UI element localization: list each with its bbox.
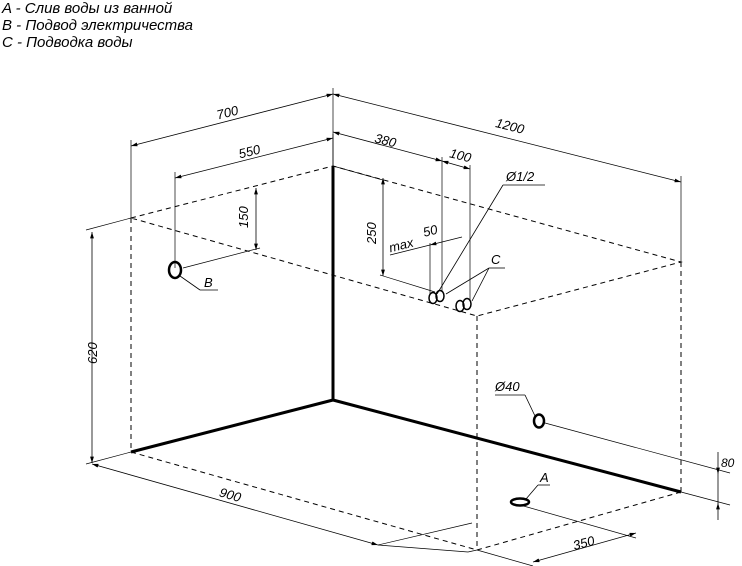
dim-150: 150 <box>182 188 261 269</box>
dim-50-label: 50 <box>421 222 439 240</box>
dim-150-label: 150 <box>236 206 251 228</box>
wall-corner-lines <box>130 166 682 494</box>
drain-outlet <box>509 497 531 507</box>
dim-700-label: 700 <box>215 102 240 122</box>
legend-item-c: С - Подводка воды <box>2 34 133 51</box>
electric-outlet <box>167 260 183 280</box>
dim-100-label: 100 <box>448 146 473 166</box>
dim-250: 250 <box>332 165 436 293</box>
label-a: A <box>539 470 549 485</box>
dim-350-label: 350 <box>571 533 597 553</box>
floor-left-wall-line <box>130 398 334 454</box>
dim-250-label: 250 <box>364 222 379 245</box>
overflow-outlet: Ø40 <box>494 379 731 474</box>
dim-700: 700 <box>130 88 334 218</box>
dim-phi-half-label: Ø1/2 <box>505 169 535 184</box>
dim-max-label: max <box>387 235 415 256</box>
water-supply-pipes: C <box>428 252 505 313</box>
dim-phi40-label: Ø40 <box>494 379 520 394</box>
dim-80: 80 <box>680 452 735 520</box>
dim-550-label: 550 <box>237 141 262 161</box>
label-b: B <box>204 275 213 290</box>
dim-1200-label: 1200 <box>494 115 526 137</box>
label-c: C <box>491 252 501 267</box>
box-dashed-edges <box>130 165 683 551</box>
dim-620-label: 620 <box>85 342 100 364</box>
dim-900: 900 <box>91 463 478 553</box>
dim-900-label: 900 <box>218 485 244 506</box>
dim-550: 550 <box>174 134 334 268</box>
water-pipe-4 <box>462 297 472 311</box>
dim-phi-half: Ø1/2 <box>436 169 545 295</box>
water-pipe-2 <box>435 289 445 303</box>
dim-max-50: max 50 <box>387 222 463 295</box>
dim-80-label: 80 <box>721 456 735 470</box>
electric-supply: B <box>167 260 218 291</box>
dim-1200: 1200 <box>332 93 682 262</box>
floor-back-wall-line <box>332 398 682 494</box>
overflow-circle <box>532 413 546 429</box>
legend-item-b: B - Подвод электричества <box>2 17 194 34</box>
water-pipe-1 <box>428 291 438 305</box>
dim-380-label: 380 <box>373 131 398 151</box>
water-pipe-3 <box>455 299 465 313</box>
dim-350: 350 <box>476 504 637 566</box>
bottom-front-edge <box>130 451 478 551</box>
dim-380-100: 380 100 <box>332 131 474 300</box>
dim-620: 620 <box>85 217 132 465</box>
legend: A - Слив воды из ванной B - Подвод элект… <box>2 0 193 51</box>
drain: A <box>509 470 550 507</box>
legend-item-a: A - Слив воды из ванной <box>2 0 173 17</box>
